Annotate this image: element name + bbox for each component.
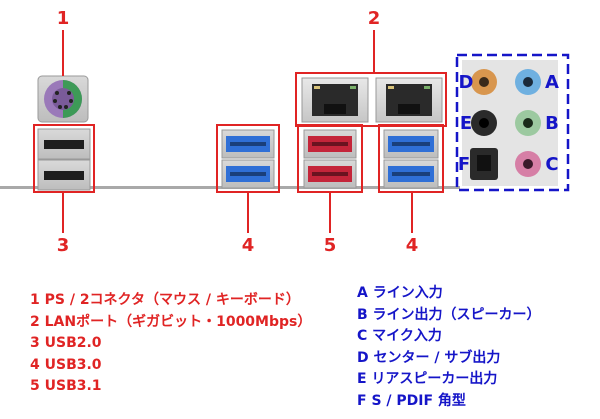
usb30-left-ports — [221, 129, 275, 189]
callout-1: 1 — [57, 8, 70, 29]
legend-item-mic-in: C マイク入力 — [357, 328, 442, 344]
usb31-ports — [303, 129, 357, 189]
audio-panel — [462, 60, 558, 186]
callout-5: 5 — [324, 235, 337, 256]
audio-label-f: F — [458, 154, 470, 175]
legend-item-ps2: 1 PS / 2コネクタ（マウス / キーボード） — [30, 292, 300, 308]
legend-item-usb20: 3 USB2.0 — [30, 335, 102, 351]
audio-label-c: C — [545, 154, 558, 175]
audio-label-b: B — [545, 113, 559, 134]
legend-item-spdif: F S / PDIF 角型 — [357, 392, 466, 409]
rear-io-diagram: D E F A B C 1 2 3 4 5 4 — [0, 8, 570, 256]
usb30-right-ports — [383, 129, 439, 189]
legend-item-usb31: 5 USB3.1 — [30, 378, 102, 394]
lan-highlight-box — [295, 72, 447, 127]
audio-highlight-box — [455, 53, 570, 192]
usb20-ports — [37, 128, 91, 191]
legend-item-line-out: B ライン出力（スピーカー） — [357, 306, 541, 323]
audio-label-a: A — [545, 72, 559, 93]
callout-3: 3 — [57, 235, 70, 256]
legend-item-line-in: A ライン入力 — [357, 285, 443, 301]
audio-label-e: E — [460, 113, 472, 134]
audio-label-d: D — [459, 72, 474, 93]
legend-item-usb30: 4 USB3.0 — [30, 356, 102, 373]
legend-io-ports: 1 PS / 2コネクタ（マウス / キーボード） 2 LANポート（ギガビット… — [30, 290, 311, 398]
legend-item-rear-speaker: E リアスピーカー出力 — [357, 371, 498, 387]
callout-4-right: 4 — [406, 235, 419, 256]
legend-item-center-sub: D センター / サブ出力 — [357, 349, 501, 366]
callout-2: 2 — [368, 8, 381, 29]
callout-4-left: 4 — [242, 235, 255, 256]
lan-ports — [301, 77, 443, 123]
ps2-port — [37, 75, 89, 123]
legend-item-lan: 2 LANポート（ギガビット・1000Mbps） — [30, 313, 312, 330]
legend-audio-jacks: A ライン入力 B ライン出力（スピーカー） C マイク入力 D センター / … — [357, 283, 541, 412]
